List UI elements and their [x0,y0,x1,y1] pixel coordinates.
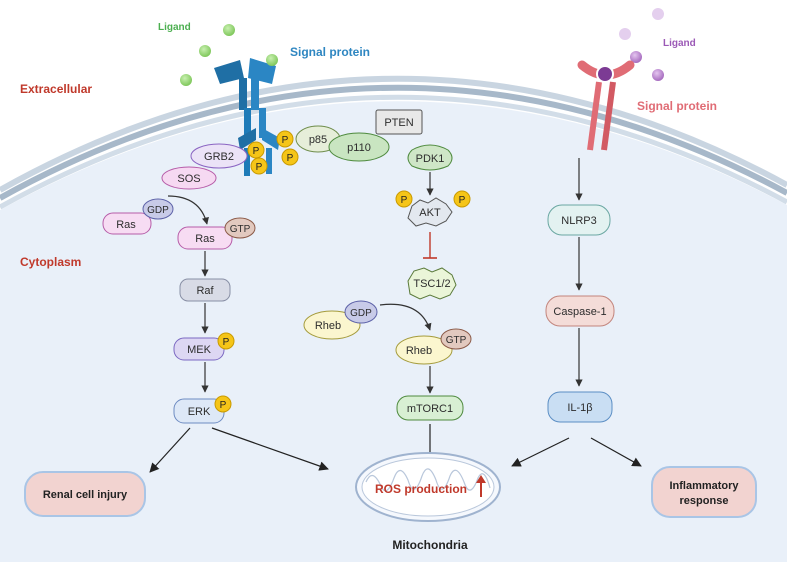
caspase1-node: Caspase-1 [545,295,615,327]
svg-text:P: P [282,135,289,146]
ligand-molecule-icon [199,45,211,57]
pten-node: PTEN [375,109,423,135]
phospho-group-icon: P [250,157,268,175]
phospho-group-icon: P [247,141,265,159]
raf-node: Raf [179,278,231,302]
gdp-badge: GDP [142,198,174,220]
svg-text:Rheb: Rheb [315,320,341,332]
phospho-group-icon: P [395,190,413,208]
svg-text:SOS: SOS [177,173,200,185]
cell-membrane-inner [0,94,787,210]
akt-node: AKT [407,197,453,227]
rheb-gtp-node: Rheb [395,335,453,365]
svg-text:P: P [223,337,230,348]
svg-text:Ras: Ras [195,233,215,245]
extracellular-label: Extracellular [20,82,92,96]
up-arrow-icon [476,475,486,497]
svg-text:response: response [680,495,729,507]
left-ligand-label: Ligand [158,22,191,33]
erk-to-renal-arrow [149,427,191,473]
svg-text:P: P [256,162,263,173]
svg-text:P: P [401,195,408,206]
right-signal-protein-label: Signal protein [637,99,717,113]
il1b-node: IL-1β [547,391,613,423]
svg-text:PTEN: PTEN [384,117,413,129]
p110-node: p110 [328,132,390,162]
svg-text:GDP: GDP [350,308,372,319]
svg-text:P: P [220,400,227,411]
svg-text:Rheb: Rheb [406,345,432,357]
mtorc1-node: mTORC1 [396,395,464,421]
svg-text:AKT: AKT [419,207,441,219]
nlrp3-node: NLRP3 [547,204,611,236]
il1b-to-mitochondria-arrow [511,437,570,467]
ligand-molecule-icon [630,51,642,63]
ligand-molecule-icon [619,28,631,40]
ligand-molecule-icon [223,24,235,36]
ligand-molecule-icon [652,69,664,81]
ligand-molecule-icon [652,8,664,20]
tsc-to-rheb-arrow [379,303,432,331]
erk-to-mitochondria-arrow [211,427,329,471]
mitochondria-label: Mitochondria [392,538,468,552]
svg-text:Inflammatory: Inflammatory [669,480,739,492]
svg-text:P: P [253,146,260,157]
svg-text:ERK: ERK [188,406,211,418]
receptor-tyrosine-kinase-icon [214,54,280,176]
ras-gtp-node: Ras [177,226,233,250]
cytoplasm-label: Cytoplasm [20,255,81,269]
grb2-node: GRB2 [190,143,248,169]
svg-text:p85: p85 [309,134,327,146]
svg-text:NLRP3: NLRP3 [561,215,596,227]
svg-text:TSC1/2: TSC1/2 [413,278,450,290]
svg-text:Ras: Ras [116,219,136,231]
phospho-group-icon: P [214,395,232,413]
sos-to-ras-arrow [167,195,209,225]
svg-text:GTP: GTP [446,335,467,346]
phospho-group-icon: P [276,130,294,148]
gdp-badge: GDP [344,300,378,324]
svg-text:PDK1: PDK1 [416,153,445,165]
right-receptor-icon [577,60,635,151]
rheb-gdp-node: Rheb [303,310,361,340]
gtp-badge: GTP [224,217,256,239]
gtp-badge: GTP [440,328,472,350]
phospho-group-icon: P [217,332,235,350]
mek-node: MEK [173,337,225,361]
cell-membrane-outer [0,75,787,193]
svg-text:Renal cell injury: Renal cell injury [43,489,128,501]
svg-text:p110: p110 [347,142,371,154]
svg-text:MEK: MEK [187,344,212,356]
tsc12-node: TSC1/2 [407,267,457,300]
svg-text:GRB2: GRB2 [204,151,234,163]
right-ligand-label: Ligand [663,38,696,49]
sos-node: SOS [161,166,217,190]
svg-text:Raf: Raf [196,285,214,297]
ligand-molecule-icon [180,74,192,86]
ros-production-label: ROS production [375,482,467,496]
ras-gdp-node: Ras [102,212,152,235]
svg-text:GDP: GDP [147,205,169,216]
phospho-group-icon: P [453,190,471,208]
svg-text:IL-1β: IL-1β [567,402,592,414]
cell-membrane-mid [0,84,787,201]
left-signal-protein-label: Signal protein [290,45,370,59]
svg-text:GTP: GTP [230,224,251,235]
mitochondrion-icon [355,452,501,522]
inflammatory-response-box: Inflammatory response [651,466,757,518]
il1b-to-inflammatory-arrow [590,437,642,467]
renal-cell-injury-box: Renal cell injury [24,471,146,517]
svg-text:P: P [459,195,466,206]
pdk1-node: PDK1 [407,144,453,171]
svg-text:P: P [287,153,294,164]
phospho-group-icon: P [281,148,299,166]
svg-text:mTORC1: mTORC1 [407,403,453,415]
svg-text:Caspase-1: Caspase-1 [553,306,606,318]
erk-node: ERK [173,398,225,424]
